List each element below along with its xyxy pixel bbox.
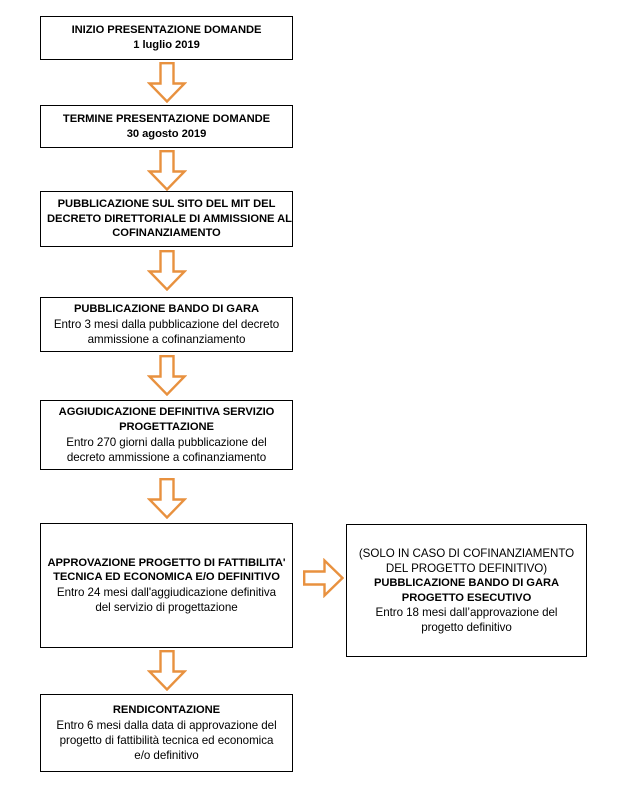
arrow-right-icon <box>303 558 344 598</box>
node-line: AGGIUDICAZIONE DEFINITIVA SERVIZIO <box>58 406 275 419</box>
node-line: ammissione a cofinanziamento <box>87 332 246 346</box>
node-line: Entro 18 mesi dall’approvazione del <box>375 606 558 620</box>
node-pubblicazione-sito-mit[interactable]: PUBBLICAZIONE SUL SITO DEL MIT DEL DECRE… <box>40 191 293 247</box>
node-line: PUBBLICAZIONE BANDO DI GARA <box>73 303 260 316</box>
node-line: APPROVAZIONE PROGETTO DI FATTIBILITA' <box>47 556 286 569</box>
node-line: PUBBLICAZIONE SUL SITO DEL MIT DEL <box>57 198 276 211</box>
node-line: DEL PROGETTO DEFINITIVO) <box>385 561 548 575</box>
node-line: RENDICONTAZIONE <box>112 704 221 717</box>
arrow-down-icon <box>147 355 187 396</box>
node-line: PROGETTO ESECUTIVO <box>401 591 532 604</box>
node-line: Entro 24 mesi dall'aggiudicazione defini… <box>56 586 277 599</box>
node-line: progetto di fattibilità tecnica ed econo… <box>59 733 274 747</box>
arrow-down-icon <box>147 478 187 519</box>
arrow-down-icon <box>147 250 187 291</box>
node-line: Entro 3 mesi dalla pubblicazione del dec… <box>53 317 280 331</box>
node-line: 30 agosto 2019 <box>126 127 207 140</box>
node-aggiudicazione-definitiva[interactable]: AGGIUDICAZIONE DEFINITIVA SERVIZIO PROGE… <box>40 400 293 470</box>
node-line: (SOLO IN CASO DI COFINANZIAMENTO <box>358 546 575 560</box>
arrow-down-icon <box>147 650 187 691</box>
node-line: del servizio di progettazione <box>95 601 238 615</box>
node-line: INIZIO PRESENTAZIONE DOMANDE <box>71 24 262 37</box>
node-pubblicazione-bando-gara-progetto-esecutivo[interactable]: (SOLO IN CASO DI COFINANZIAMENTO DEL PRO… <box>346 524 587 657</box>
node-line: Entro 6 mesi dalla data di approvazione … <box>56 718 277 732</box>
node-line: DECRETO DIRETTORIALE DI AMMISSIONE AL <box>47 212 292 225</box>
node-approvazione-progetto-fattibilita[interactable]: APPROVAZIONE PROGETTO DI FATTIBILITA' TE… <box>40 523 293 648</box>
node-line: COFINANZIAMENTO <box>112 227 221 240</box>
arrow-down-icon <box>147 150 187 191</box>
node-line: e/o definitivo <box>134 748 199 762</box>
node-line: 1 luglio 2019 <box>133 39 200 51</box>
node-line: decreto ammissione a cofinanziamento <box>66 450 267 464</box>
node-rendicontazione[interactable]: RENDICONTAZIONE Entro 6 mesi dalla data … <box>40 694 293 772</box>
node-line: TECNICA ED ECONOMICA E/O DEFINITIVO <box>53 571 280 584</box>
node-line: TERMINE PRESENTAZIONE DOMANDE <box>62 112 271 125</box>
arrow-down-icon <box>147 62 187 103</box>
node-inizio-presentazione-domande[interactable]: INIZIO PRESENTAZIONE DOMANDE 1 luglio 20… <box>40 16 293 60</box>
node-line: Entro 270 giorni dalla pubblicazione del <box>66 435 267 449</box>
node-line: progetto definitivo <box>421 621 512 635</box>
node-line: PROGETTAZIONE <box>119 420 214 433</box>
node-line: PUBBLICAZIONE BANDO DI GARA <box>373 576 560 589</box>
node-termine-presentazione-domande[interactable]: TERMINE PRESENTAZIONE DOMANDE 30 agosto … <box>40 105 293 148</box>
node-pubblicazione-bando-di-gara[interactable]: PUBBLICAZIONE BANDO DI GARA Entro 3 mesi… <box>40 297 293 352</box>
